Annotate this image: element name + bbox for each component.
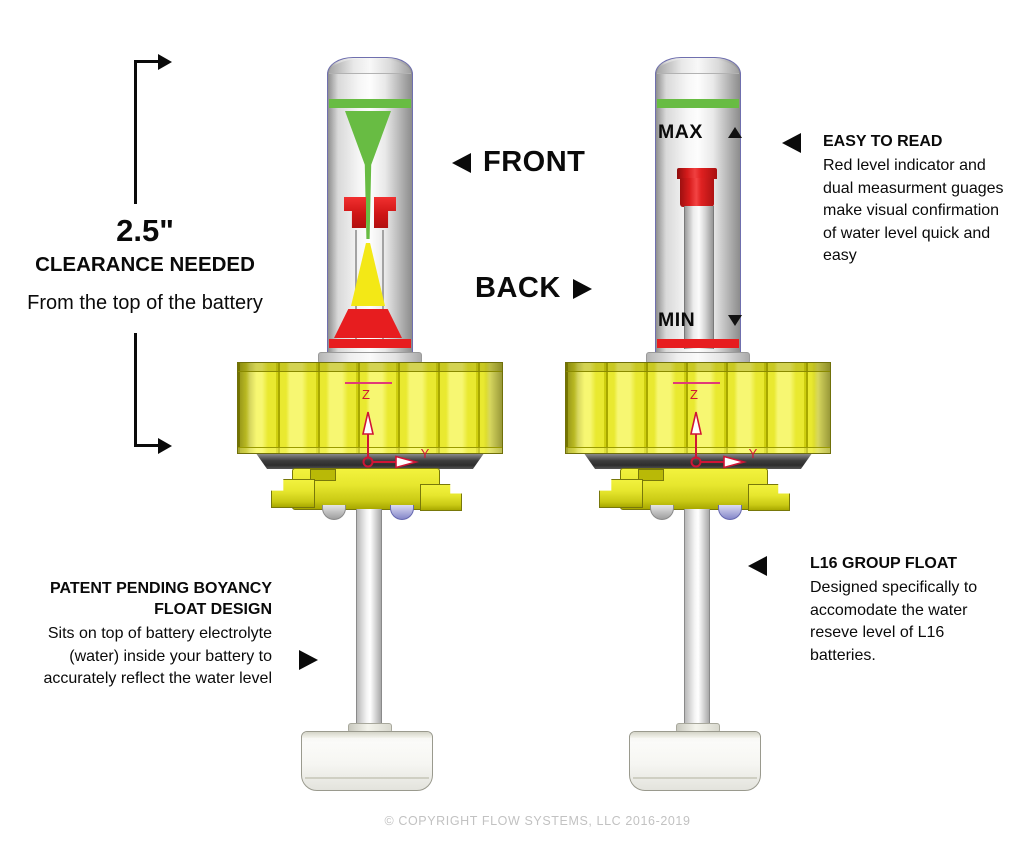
bolt-dome bbox=[322, 505, 346, 520]
z-axis-label: Z bbox=[362, 387, 370, 402]
triangle-down-icon bbox=[728, 315, 742, 326]
bracket-upper-vertical-line bbox=[134, 60, 137, 204]
triangle-up-icon bbox=[728, 127, 742, 138]
z-axis-label: Z bbox=[690, 387, 698, 402]
float-design-note: PATENT PENDING BOYANCY FLOAT DESIGN Sits… bbox=[0, 578, 272, 691]
cad-axis-marker: Z Y bbox=[673, 382, 758, 469]
tube-cap bbox=[657, 58, 739, 74]
bracket-bottom-line bbox=[134, 444, 158, 447]
l16-note: L16 GROUP FLOAT Designed specifically to… bbox=[810, 553, 992, 667]
float-design-body: Sits on top of battery electrolyte (wate… bbox=[43, 625, 272, 687]
back-label-text: BACK bbox=[475, 272, 561, 304]
gasket bbox=[584, 454, 812, 469]
triangle-left-icon bbox=[782, 133, 801, 153]
float-puck-rim bbox=[630, 732, 760, 738]
y-axis-arrowhead-icon bbox=[395, 455, 420, 469]
arrow-right-icon bbox=[158, 438, 172, 454]
bolt-dome bbox=[390, 505, 414, 520]
wing-nut-right-lug bbox=[420, 484, 462, 511]
red-float-cap bbox=[680, 178, 714, 207]
bracket-lower-vertical-line bbox=[134, 333, 137, 447]
min-label: MIN bbox=[658, 309, 696, 331]
origin-circle bbox=[690, 456, 702, 468]
knurled-cap-ring bbox=[237, 362, 503, 454]
triangle-left-icon bbox=[748, 556, 767, 576]
clearance-title: CLEARANCE NEEDED bbox=[35, 253, 255, 276]
min-level-band bbox=[657, 339, 739, 348]
max-level-band bbox=[329, 99, 411, 108]
float-puck bbox=[629, 731, 761, 791]
bracket-top-line bbox=[134, 60, 158, 63]
triangle-left-icon bbox=[452, 152, 471, 173]
max-level-band bbox=[657, 99, 739, 108]
wing-nut-notch bbox=[638, 469, 664, 481]
knurled-cap-ring bbox=[565, 362, 831, 454]
y-axis-arrowhead-icon bbox=[723, 455, 748, 469]
float-stem bbox=[684, 509, 710, 729]
triangle-right-icon bbox=[572, 278, 592, 299]
float-puck-seam bbox=[305, 777, 429, 779]
red-float-cap-flange bbox=[677, 168, 717, 179]
front-label-text: FRONT bbox=[483, 146, 586, 178]
l16-body: Designed specifically to accomodate the … bbox=[810, 579, 978, 664]
clearance-subtitle: From the top of the battery bbox=[27, 292, 263, 314]
gasket bbox=[256, 454, 484, 469]
l16-title: L16 GROUP FLOAT bbox=[810, 555, 957, 572]
float-puck-rim bbox=[302, 732, 432, 738]
easy-to-read-body: Red level indicator and dual measurment … bbox=[823, 157, 1004, 264]
indicator-rod bbox=[684, 206, 714, 349]
clearance-measurement: 2.5" bbox=[116, 213, 174, 248]
bolt-dome bbox=[650, 505, 674, 520]
y-axis-label: Y bbox=[749, 446, 758, 461]
wing-nut-right-lug bbox=[748, 484, 790, 511]
z-axis-arrowhead-icon bbox=[689, 411, 703, 435]
back-view-label: BACK bbox=[475, 272, 592, 305]
cap-ring-foot bbox=[238, 447, 502, 453]
clearance-note: 2.5" CLEARANCE NEEDED From the top of th… bbox=[10, 212, 280, 316]
max-label-row: MAX bbox=[658, 121, 742, 144]
cap-ring-foot bbox=[566, 447, 830, 453]
easy-to-read-note: EASY TO READ Red level indicator and dua… bbox=[823, 131, 1015, 268]
float-puck bbox=[301, 731, 433, 791]
bolt-dome bbox=[718, 505, 742, 520]
front-view-assembly: Z Y bbox=[230, 0, 510, 846]
y-axis-label: Y bbox=[421, 446, 430, 461]
float-design-title: PATENT PENDING BOYANCY FLOAT DESIGN bbox=[50, 580, 272, 618]
copyright-text: © COPYRIGHT FLOW SYSTEMS, LLC 2016-2019 bbox=[384, 814, 691, 828]
float-puck-seam bbox=[633, 777, 757, 779]
front-view-label: FRONT bbox=[452, 146, 585, 179]
inner-channel-line bbox=[382, 230, 384, 342]
wing-nut-notch bbox=[310, 469, 336, 481]
cap-ring-bevel bbox=[566, 363, 830, 372]
z-axis-arrowhead-icon bbox=[361, 411, 375, 435]
wing-nut-left-lug bbox=[271, 479, 315, 508]
easy-to-read-title: EASY TO READ bbox=[823, 133, 943, 150]
arrow-right-icon bbox=[158, 54, 172, 70]
cap-ring-bevel bbox=[238, 363, 502, 372]
back-view-assembly: MAX MIN Z bbox=[558, 0, 838, 846]
tube-cap bbox=[329, 58, 411, 74]
wing-nut-left-lug bbox=[599, 479, 643, 508]
min-label-row: MIN bbox=[658, 309, 742, 332]
float-stem bbox=[356, 509, 382, 729]
origin-circle bbox=[362, 456, 374, 468]
cad-axis-marker: Z Y bbox=[345, 382, 430, 469]
triangle-right-icon bbox=[299, 650, 318, 670]
min-level-band bbox=[329, 339, 411, 348]
max-label: MAX bbox=[658, 121, 703, 143]
